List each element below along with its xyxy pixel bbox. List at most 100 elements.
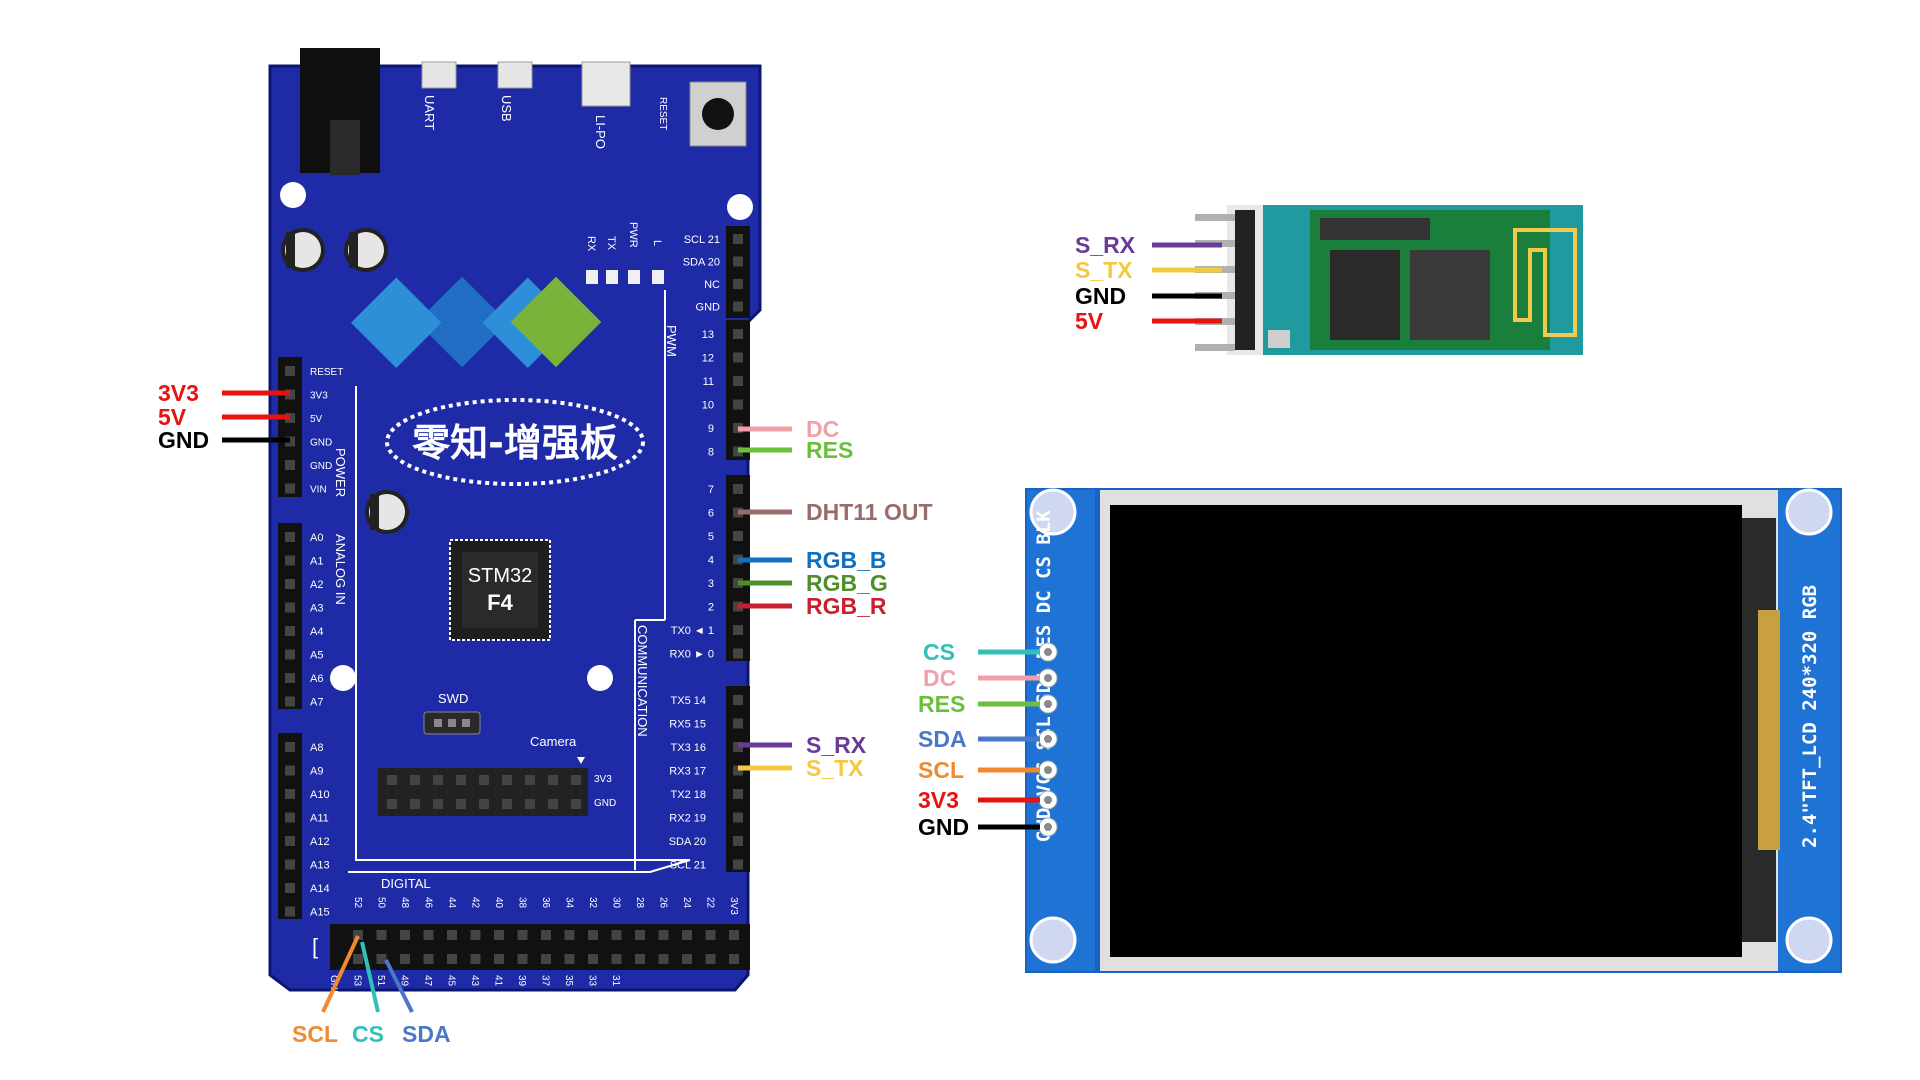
header-pin bbox=[548, 775, 558, 785]
header-pin bbox=[456, 775, 466, 785]
pin-label: 28 bbox=[634, 897, 645, 909]
header-pin bbox=[423, 954, 434, 964]
pin-label: A8 bbox=[310, 742, 323, 754]
pin-label: SCL 21 bbox=[684, 234, 720, 246]
pin-label: A9 bbox=[310, 766, 323, 778]
power-header bbox=[278, 357, 302, 497]
header-pin bbox=[470, 954, 481, 964]
mount-hole bbox=[587, 665, 613, 691]
header-pin bbox=[682, 954, 692, 964]
pin-label: 22 bbox=[705, 897, 716, 909]
lcd-mount-hole bbox=[1785, 916, 1833, 964]
header-pin bbox=[733, 279, 743, 289]
pin-label: A11 bbox=[310, 813, 329, 825]
header-pin bbox=[635, 930, 645, 940]
tft-lcd-module: GND VCC SCL SDA RES DC CS BLK 2.4"TFT_LC… bbox=[1025, 488, 1842, 973]
status-leds: RX TX PWR L bbox=[585, 222, 664, 284]
lcd-pin-hole bbox=[1044, 823, 1052, 831]
pin-label: SDA 20 bbox=[683, 257, 720, 269]
header-pin bbox=[285, 836, 295, 846]
lcd-label-res: RES bbox=[918, 691, 965, 717]
header-pin bbox=[423, 930, 434, 940]
header-pin bbox=[285, 906, 295, 917]
uart-port bbox=[421, 61, 457, 89]
pin-label: SDA 20 bbox=[669, 836, 706, 848]
pin-label: A10 bbox=[310, 789, 330, 801]
header-pin bbox=[733, 329, 743, 339]
header-pin bbox=[387, 775, 397, 785]
header-pin bbox=[729, 954, 739, 964]
pin-label: 32 bbox=[587, 897, 598, 909]
lcd-mount-hole bbox=[1029, 488, 1077, 536]
header-pin bbox=[447, 930, 457, 940]
header-pin bbox=[285, 579, 295, 589]
pin-label: 38 bbox=[517, 897, 528, 909]
bluetooth-module bbox=[1195, 205, 1583, 355]
header-pin bbox=[479, 775, 489, 785]
header-pin bbox=[705, 954, 716, 964]
lcd-pin-hole bbox=[1044, 674, 1052, 682]
header-pin bbox=[285, 765, 295, 776]
header-pin bbox=[285, 696, 295, 707]
header-pin bbox=[733, 836, 743, 846]
capacitor bbox=[344, 228, 388, 272]
mount-hole bbox=[330, 665, 356, 691]
pin-label: NC bbox=[704, 279, 720, 291]
pin-label: A6 bbox=[310, 673, 323, 685]
lcd-pin-hole bbox=[1044, 766, 1052, 774]
header-pin bbox=[285, 602, 295, 613]
bt-label-5v: 5V bbox=[1075, 308, 1104, 334]
header-pin bbox=[525, 799, 535, 809]
header-pin bbox=[376, 930, 387, 940]
pin-label: 33 bbox=[587, 975, 598, 987]
camera-gnd-label: GND bbox=[594, 798, 616, 809]
pin-label: SCL 21 bbox=[670, 860, 706, 872]
lcd-label-dc: DC bbox=[923, 665, 956, 691]
pin-label: 41 bbox=[493, 975, 504, 987]
pin-label: RX0 ► 0 bbox=[669, 649, 714, 661]
pin-label: RX5 15 bbox=[669, 719, 706, 731]
pin-label: 34 bbox=[564, 897, 575, 909]
pin-label: 3V3 bbox=[728, 897, 739, 915]
lcd-label-gnd: GND bbox=[918, 814, 969, 840]
pin-label: A15 bbox=[310, 907, 330, 919]
header-pin bbox=[470, 930, 481, 940]
header-pin bbox=[588, 930, 598, 940]
lcd-pin-hole bbox=[1044, 648, 1052, 656]
header-pin bbox=[635, 954, 645, 964]
header-pin bbox=[733, 531, 743, 541]
chip-family: F4 bbox=[487, 590, 513, 615]
header-pin bbox=[564, 954, 575, 964]
header-pin bbox=[733, 695, 743, 705]
wire-label-cs-bottom: CS bbox=[352, 1021, 384, 1047]
zero-enhanced-board: UART USB LI-PO RESET RX TX PWR L bbox=[268, 48, 762, 997]
header-pin bbox=[611, 930, 622, 940]
pin-label: 3V3 bbox=[310, 391, 328, 402]
pin-label: 36 bbox=[540, 897, 551, 909]
header-pin bbox=[733, 812, 743, 823]
pin-label: A7 bbox=[310, 697, 323, 709]
pin-label: TX2 18 bbox=[671, 789, 706, 801]
pin-label: A0 bbox=[310, 532, 323, 544]
header-pin bbox=[433, 775, 443, 785]
swd-label: SWD bbox=[438, 691, 468, 706]
lcd-pin-hole bbox=[1044, 735, 1052, 743]
usb-label: USB bbox=[499, 95, 514, 122]
header-pin bbox=[285, 649, 295, 660]
pin-label: 26 bbox=[658, 897, 669, 909]
header-pin bbox=[285, 673, 295, 683]
mount-hole bbox=[280, 182, 306, 208]
pin-label: TX0 ◄ 1 bbox=[671, 625, 714, 637]
header-pin bbox=[376, 954, 387, 964]
pin-label: RESET bbox=[310, 367, 343, 378]
pin-label: 9 bbox=[708, 423, 714, 435]
pin-label: A14 bbox=[310, 883, 330, 895]
header-pin bbox=[733, 234, 743, 244]
pin-label: RX3 17 bbox=[669, 766, 706, 778]
wire-label-scl-bottom: SCL bbox=[292, 1021, 338, 1047]
pin-label: TX5 14 bbox=[671, 695, 706, 707]
header-pin bbox=[571, 799, 581, 809]
lcd-pin-hole bbox=[1044, 796, 1052, 804]
header-pin bbox=[285, 859, 295, 870]
pin-label: 52 bbox=[352, 897, 363, 909]
